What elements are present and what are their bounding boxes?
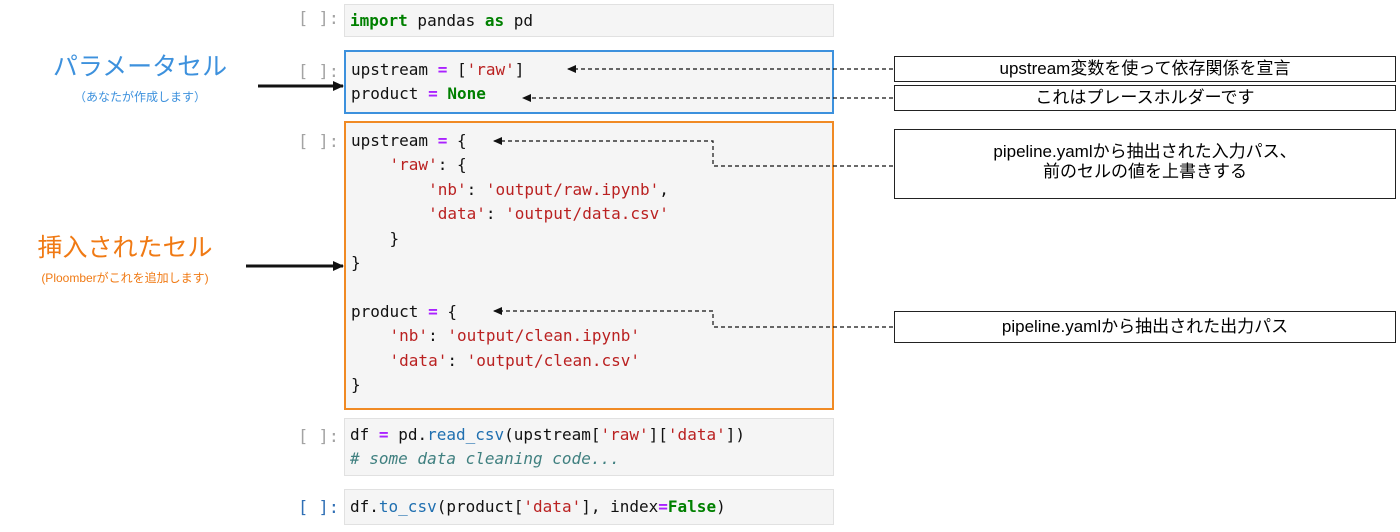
code-cell-import[interactable]: import pandas as pd (344, 4, 834, 37)
code-text: product (351, 84, 419, 104)
keyword: False (667, 497, 717, 516)
string-literal: 'output/raw.ipynb' (485, 179, 660, 199)
code-text: [ (456, 60, 467, 79)
code-text: df. (350, 497, 379, 516)
cell-prompt: [ ]: (298, 62, 339, 82)
code-text: df (350, 425, 370, 444)
string-literal: 'raw' (600, 425, 649, 444)
injected-title: 挿入されたセル (37, 234, 213, 262)
injected-label: 挿入されたセル (Ploomberがこれを追加します) (10, 233, 240, 286)
code-input[interactable]: import pandas as pd (345, 9, 833, 33)
upstream-note-text: upstream変数を使って依存関係を宣言 (999, 59, 1291, 78)
code-text: pd (504, 11, 534, 30)
injected-cell[interactable]: upstream = { 'raw': { 'nb': 'output/raw.… (344, 121, 834, 410)
cell-prompt-active: [ ]: (298, 498, 339, 518)
input-path-note-line1: pipeline.yamlから抽出された入力パス、 (993, 142, 1297, 161)
string-literal: 'output/clean.ipynb' (447, 326, 640, 346)
input-path-note: pipeline.yamlから抽出された入力パス、 前のセルの値を上書きする (894, 129, 1396, 199)
code-cell-write[interactable]: df.to_csv(product['data'], index=False) (344, 489, 834, 525)
string-literal: 'raw' (466, 60, 515, 79)
code-text: pd. (398, 425, 428, 444)
code-text: ]) (725, 425, 745, 444)
injected-subtitle: (Ploomberがこれを追加します) (41, 271, 209, 285)
operator: = (437, 131, 448, 150)
output-path-note: pipeline.yamlから抽出された出力パス (894, 311, 1396, 343)
cell-prompt: [ ]: (298, 427, 339, 447)
function-name: read_csv (427, 425, 505, 444)
operator: = (428, 84, 438, 104)
input-path-connector (493, 137, 893, 167)
parameters-title: パラメータセル (52, 53, 228, 81)
code-text: (product[ (436, 497, 524, 516)
output-path-connector (493, 307, 893, 328)
code-text: upstream (351, 60, 429, 79)
string-literal: 'nb' (428, 179, 467, 199)
function-name: to_csv (378, 497, 437, 516)
output-path-note-text: pipeline.yamlから抽出された出力パス (1001, 317, 1289, 336)
code-text: ) (716, 497, 726, 516)
string-literal: 'nb' (389, 326, 429, 346)
code-text: ][ (648, 425, 668, 444)
keyword: as (484, 11, 505, 30)
keyword: None (447, 84, 486, 104)
parameters-label: パラメータセル （あなたが作成します） (40, 52, 240, 105)
cell-prompt: [ ]: (298, 132, 339, 152)
string-literal: 'data' (428, 204, 486, 224)
code-text: upstream (351, 131, 429, 150)
string-literal: 'data' (523, 497, 582, 516)
code-input[interactable]: upstream = ['raw'] product = None (346, 58, 832, 107)
code-cell-read[interactable]: df = pd.read_csv(upstream['raw']['data']… (344, 418, 834, 476)
cell-prompt: [ ]: (298, 9, 339, 29)
parameters-subtitle: （あなたが作成します） (73, 90, 206, 104)
product-note-text: これはプレースホルダーです (1035, 88, 1255, 107)
operator: = (437, 60, 448, 79)
operator: = (658, 497, 668, 516)
upstream-note: upstream変数を使って依存関係を宣言 (894, 56, 1396, 82)
string-literal: 'data' (667, 425, 726, 444)
string-literal: 'data' (389, 350, 448, 370)
string-literal: 'output/clean.csv' (466, 350, 640, 370)
code-text: ] (514, 60, 525, 79)
code-input[interactable]: upstream = { 'raw': { 'nb': 'output/raw.… (351, 131, 669, 395)
code-input[interactable]: df = pd.read_csv(upstream['raw']['data']… (345, 423, 833, 472)
code-text: ], index (581, 497, 659, 516)
operator: = (428, 301, 438, 321)
operator: = (378, 425, 389, 444)
product-note: これはプレースホルダーです (894, 85, 1396, 111)
code-input[interactable]: df.to_csv(product['data'], index=False) (345, 495, 833, 519)
input-path-note-line2: 前のセルの値を上書きする (1043, 162, 1247, 181)
parameters-cell[interactable]: upstream = ['raw'] product = None (344, 50, 834, 114)
code-comment: # some data cleaning code... (350, 449, 620, 469)
code-text: (upstream[ (504, 425, 601, 444)
code-text: product (351, 301, 419, 321)
string-literal: 'raw' (389, 155, 438, 175)
string-literal: 'output/data.csv' (505, 204, 669, 224)
code-text: pandas (407, 11, 485, 30)
keyword: import (350, 11, 408, 30)
